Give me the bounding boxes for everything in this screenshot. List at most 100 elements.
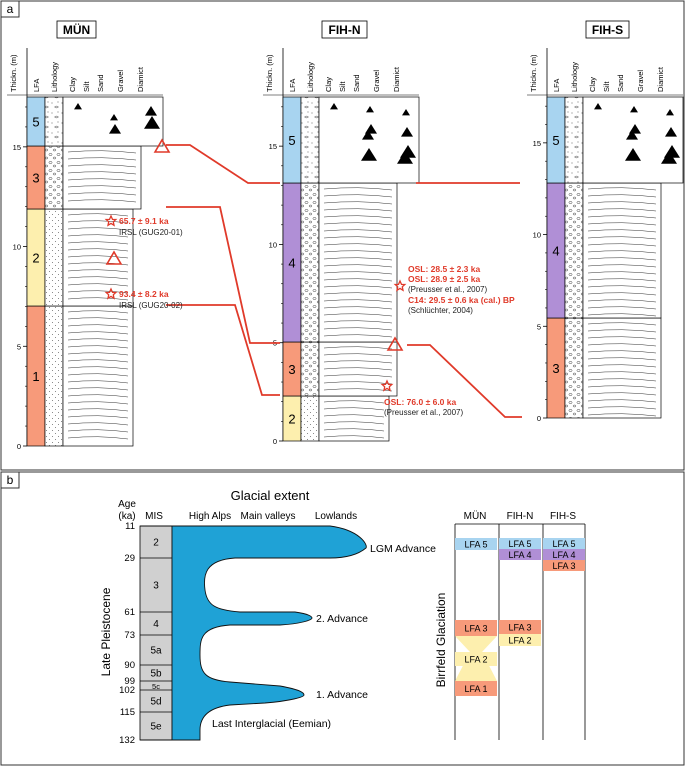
mis-stage-label: 2 — [153, 538, 159, 549]
bedding-line — [67, 220, 129, 224]
glacial-extent-title: Glacial extent — [231, 488, 310, 503]
lfa-unit-label: 3 — [288, 362, 295, 377]
clast-icon — [665, 127, 677, 137]
lfa-cell-fihs_4 — [543, 549, 585, 560]
lithology-column — [300, 182, 320, 343]
clast-icon — [661, 151, 677, 164]
age-tick-label: 11 — [125, 521, 135, 532]
bedding-line — [587, 399, 657, 403]
clast-icon — [109, 124, 121, 134]
fihn-header: FIH-N — [507, 511, 534, 522]
bedding-line — [323, 388, 393, 392]
thickness-header: Thickn. (m) — [9, 54, 18, 92]
mis-stage-label: 5a — [150, 646, 162, 657]
thickness-tick-label: 5 — [17, 342, 21, 351]
lithology-column — [564, 96, 584, 184]
mun-date-upper-method: IRSL (GUG20-01) — [119, 228, 183, 237]
mun-header: MÜN — [464, 510, 487, 522]
bedding-line — [587, 187, 657, 191]
lfa-cell-label: LFA 5 — [552, 539, 575, 549]
glacier-extent-shape — [171, 525, 367, 741]
bedding-line — [323, 421, 385, 425]
lfa-unit-label: 2 — [288, 412, 295, 427]
bedding-line — [67, 276, 129, 280]
bedding-line — [67, 338, 129, 342]
lfa-cell-mun_5 — [455, 538, 497, 550]
bedding-line — [67, 178, 137, 182]
bedding-line — [323, 187, 393, 191]
lfa-unit-label: 1 — [32, 369, 39, 384]
bedding-line — [67, 387, 129, 391]
clast-icon — [330, 103, 338, 110]
panel-a-frame — [0, 0, 685, 471]
grain-profile-sand — [318, 395, 390, 442]
bedding-line — [323, 407, 385, 411]
grain-profile-diamict — [318, 96, 420, 184]
fihn-c14: C14: 29.5 ± 0.6 ka (cal.) BP — [408, 295, 515, 305]
mis-stage-label: 5d — [150, 697, 161, 708]
correlation-line-lfa5-left — [166, 144, 280, 184]
bedding-line — [587, 371, 657, 375]
bedding-line — [67, 310, 129, 314]
silt-header: Silt — [338, 81, 347, 92]
bedding-line — [67, 317, 129, 321]
lfa-header: LFA — [32, 79, 41, 92]
fihs-header: FIH-S — [550, 511, 576, 522]
mun-date-lower-method: IRSL (GUG20-02) — [119, 301, 183, 310]
thickness-tick-label: 10 — [533, 231, 541, 240]
bedding-line — [587, 201, 657, 205]
bedding-line — [67, 380, 129, 384]
clast-icon — [594, 103, 602, 110]
lfa-cell-label: LFA 3 — [552, 561, 575, 571]
bedding-line — [587, 322, 657, 326]
fihn-osl-3-ref: (Preusser et al., 2007) — [384, 408, 463, 417]
diamict-header: Diamict — [656, 66, 665, 92]
clast-icon — [666, 109, 674, 116]
bedding-line — [323, 215, 393, 219]
mun-date-lower: 93.4 ± 8.2 ka — [119, 289, 169, 299]
bedding-line — [67, 283, 129, 287]
fihn-title: FIH-N — [329, 23, 361, 37]
bedding-line — [323, 353, 393, 357]
lithology-column — [300, 341, 320, 397]
bedding-line — [323, 292, 393, 296]
thickness-header: Thickn. (m) — [529, 54, 538, 92]
lithology-column — [44, 145, 64, 210]
fihn-title-box — [321, 20, 368, 39]
lithology-column — [44, 208, 64, 307]
bedding-line — [323, 229, 393, 233]
bedding-line — [587, 208, 657, 212]
clast-icon — [625, 148, 641, 161]
age-unit-header: (ka) — [118, 511, 135, 522]
bedding-line — [587, 264, 657, 268]
bedding-line — [323, 271, 393, 275]
fihn-osl-2: OSL: 28.9 ± 2.5 ka — [408, 274, 481, 284]
fihn-osl-3: OSL: 76.0 ± 6.0 ka — [384, 397, 457, 407]
erosion-triangle-mun-mid — [105, 250, 123, 265]
thickness-tick-label: 15 — [269, 142, 277, 151]
fihs-title-box — [585, 20, 630, 39]
bedding-line — [323, 278, 393, 282]
grain-profile-gravel — [582, 182, 662, 319]
bedding-line — [67, 234, 129, 238]
bedding-line — [323, 243, 393, 247]
age-tick-label: 90 — [124, 660, 135, 671]
bedding-line — [67, 157, 137, 161]
bedding-line — [323, 208, 393, 212]
bedding-line — [587, 336, 657, 340]
bedding-line — [323, 306, 393, 310]
correlation-line-lfa2-mun — [166, 304, 280, 396]
bedding-line — [323, 285, 393, 289]
lfa-cell-fihn_2 — [499, 634, 541, 646]
bedding-line — [323, 257, 393, 261]
bedding-line — [587, 392, 657, 396]
mis-stage-label: 4 — [153, 619, 159, 630]
bedding-line — [323, 264, 393, 268]
age-tick-label: 73 — [124, 630, 135, 641]
silt-header: Silt — [82, 81, 91, 92]
lfa-unit-label: 5 — [288, 133, 295, 148]
star-icon — [393, 279, 407, 292]
bedding-line — [67, 290, 129, 294]
bedding-line — [587, 364, 657, 368]
